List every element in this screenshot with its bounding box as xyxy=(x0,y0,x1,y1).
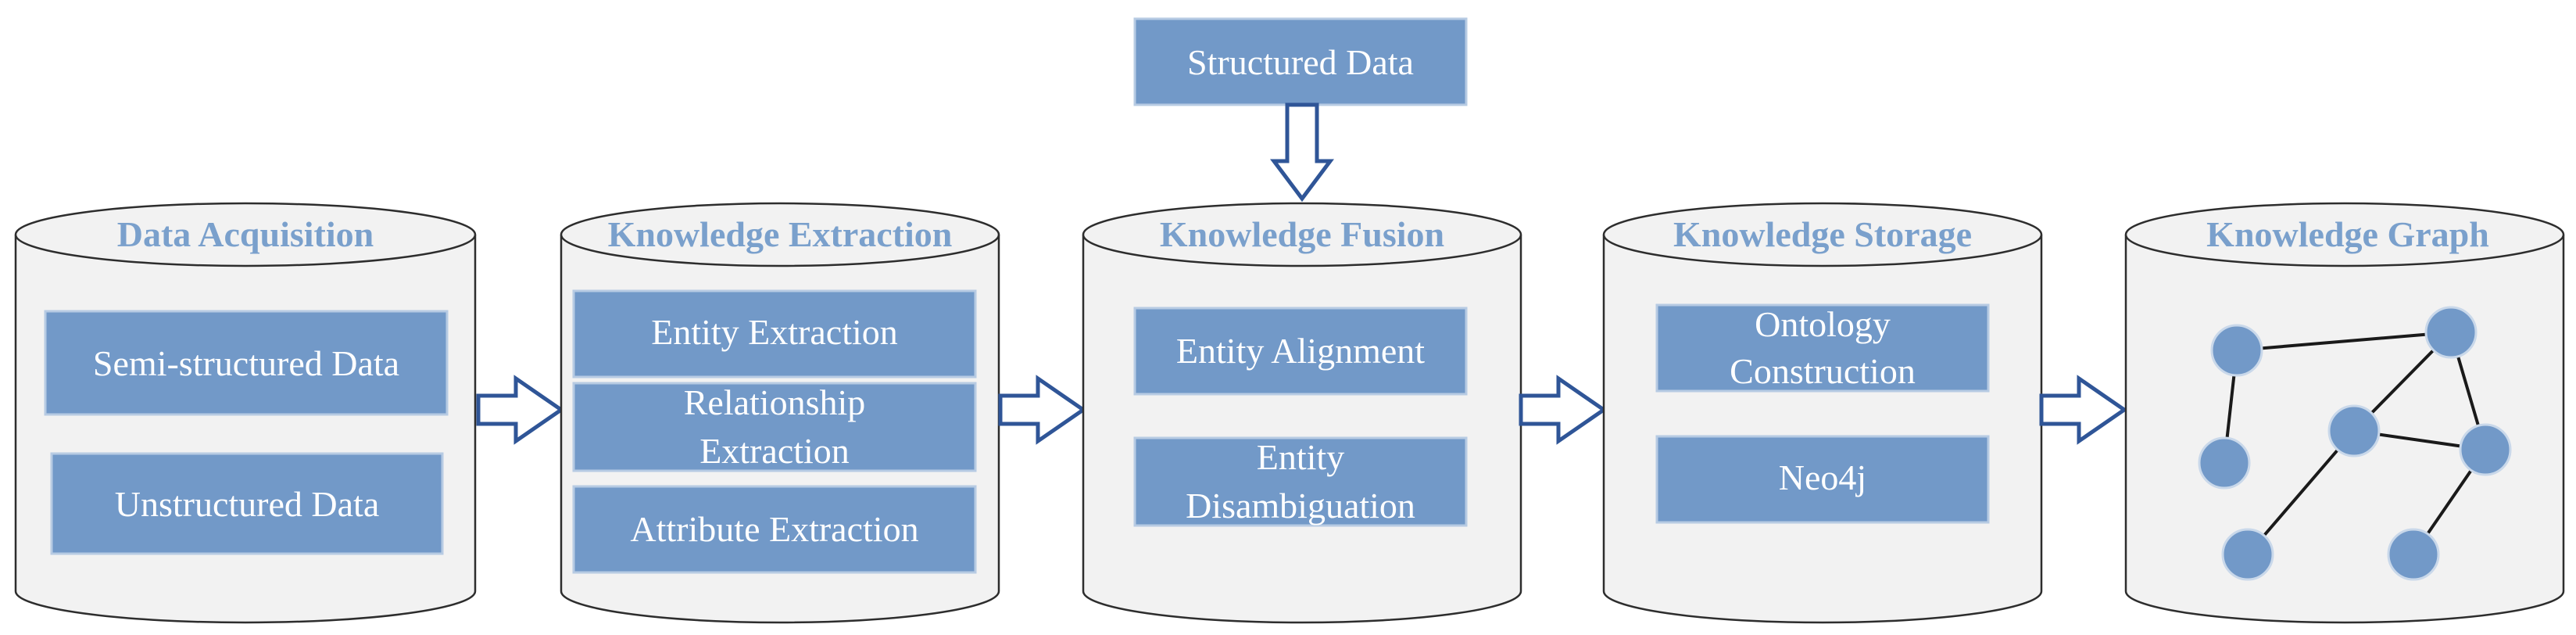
cylinder-top xyxy=(2124,202,2565,267)
stage-title: Data Acquisition xyxy=(117,214,374,254)
stage-data-acquisition: Data Acquisition Semi-structured Data En… xyxy=(14,202,477,624)
stage-knowledge-storage: Knowledge Storage Ontology Construction … xyxy=(1602,202,2043,624)
right-arrow-icon xyxy=(2039,375,2128,445)
relationship-extraction-box xyxy=(572,382,977,472)
structured-data-box xyxy=(1133,17,1468,106)
ontology-construction-label: Ontology xyxy=(1755,304,1891,344)
cylinder-body xyxy=(1602,235,2043,624)
right-arrow-icon xyxy=(476,375,565,445)
neo4j-box xyxy=(1655,435,1990,524)
unstructured-data-label: Unstructured Data xyxy=(115,484,380,524)
graph-edge xyxy=(2236,331,2452,352)
graph-node xyxy=(2210,324,2263,377)
structured-data-source: Structured Data xyxy=(1133,17,1468,106)
entity-alignment-box xyxy=(1133,307,1468,396)
stage-title: Knowledge Storage xyxy=(1673,214,1972,254)
entity-alignment-label: Entity Alignment xyxy=(1176,331,1425,371)
entity-extraction-label: Entity Extraction xyxy=(651,312,898,352)
graph-edge xyxy=(2246,429,2356,556)
stage-knowledge-graph: Knowledge Graph xyxy=(2124,202,2565,624)
graph-node xyxy=(2327,404,2381,457)
stage-knowledge-extraction: Knowledge Extraction Entity Extraction R… xyxy=(560,202,1000,624)
stage-title: Knowledge Extraction xyxy=(608,214,953,254)
structured-data-label: Structured Data xyxy=(1187,42,1414,82)
semi-structured-data-box xyxy=(44,310,449,416)
semi-structured-data-label: Semi-structured Data xyxy=(93,343,399,383)
graph-node xyxy=(2387,528,2440,581)
entity-disambiguation-label: Entity xyxy=(1257,437,1344,477)
cylinder-top xyxy=(14,202,477,267)
ontology-construction-label-line2: Construction xyxy=(1730,351,1916,391)
unstructured-data-box xyxy=(50,452,444,555)
stage-title: Knowledge Fusion xyxy=(1160,214,1444,254)
neo4j-label: Neo4j xyxy=(1779,457,1866,497)
ontology-construction-box xyxy=(1655,303,1990,393)
relationship-extraction-label-line2: Extraction xyxy=(699,431,850,471)
down-arrow-icon xyxy=(1270,102,1334,203)
graph-network-icon xyxy=(2198,306,2512,581)
right-arrow-icon xyxy=(998,375,1087,445)
cylinder-top xyxy=(1082,202,1522,267)
attribute-extraction-box xyxy=(572,485,977,574)
attribute-extraction-label: Attribute Extraction xyxy=(630,509,918,549)
relationship-extraction-label: Relationship xyxy=(684,382,866,422)
cylinder-body xyxy=(1082,235,1522,624)
graph-node xyxy=(2221,528,2274,581)
cylinder-top xyxy=(1602,202,2043,267)
stage-knowledge-fusion: Knowledge Fusion Entity Alignment Entity… xyxy=(1082,202,1522,624)
graph-node xyxy=(2198,436,2251,490)
entity-disambiguation-box xyxy=(1133,436,1468,527)
cylinder-top xyxy=(560,202,1000,267)
cylinder-body xyxy=(14,235,477,624)
entity-disambiguation-label-line2: Disambiguation xyxy=(1186,486,1415,526)
graph-node xyxy=(2459,423,2512,476)
right-arrow-icon xyxy=(1519,375,1608,445)
graph-node xyxy=(2424,306,2478,359)
stage-title: Knowledge Graph xyxy=(2206,214,2489,254)
entity-extraction-box xyxy=(572,289,977,378)
